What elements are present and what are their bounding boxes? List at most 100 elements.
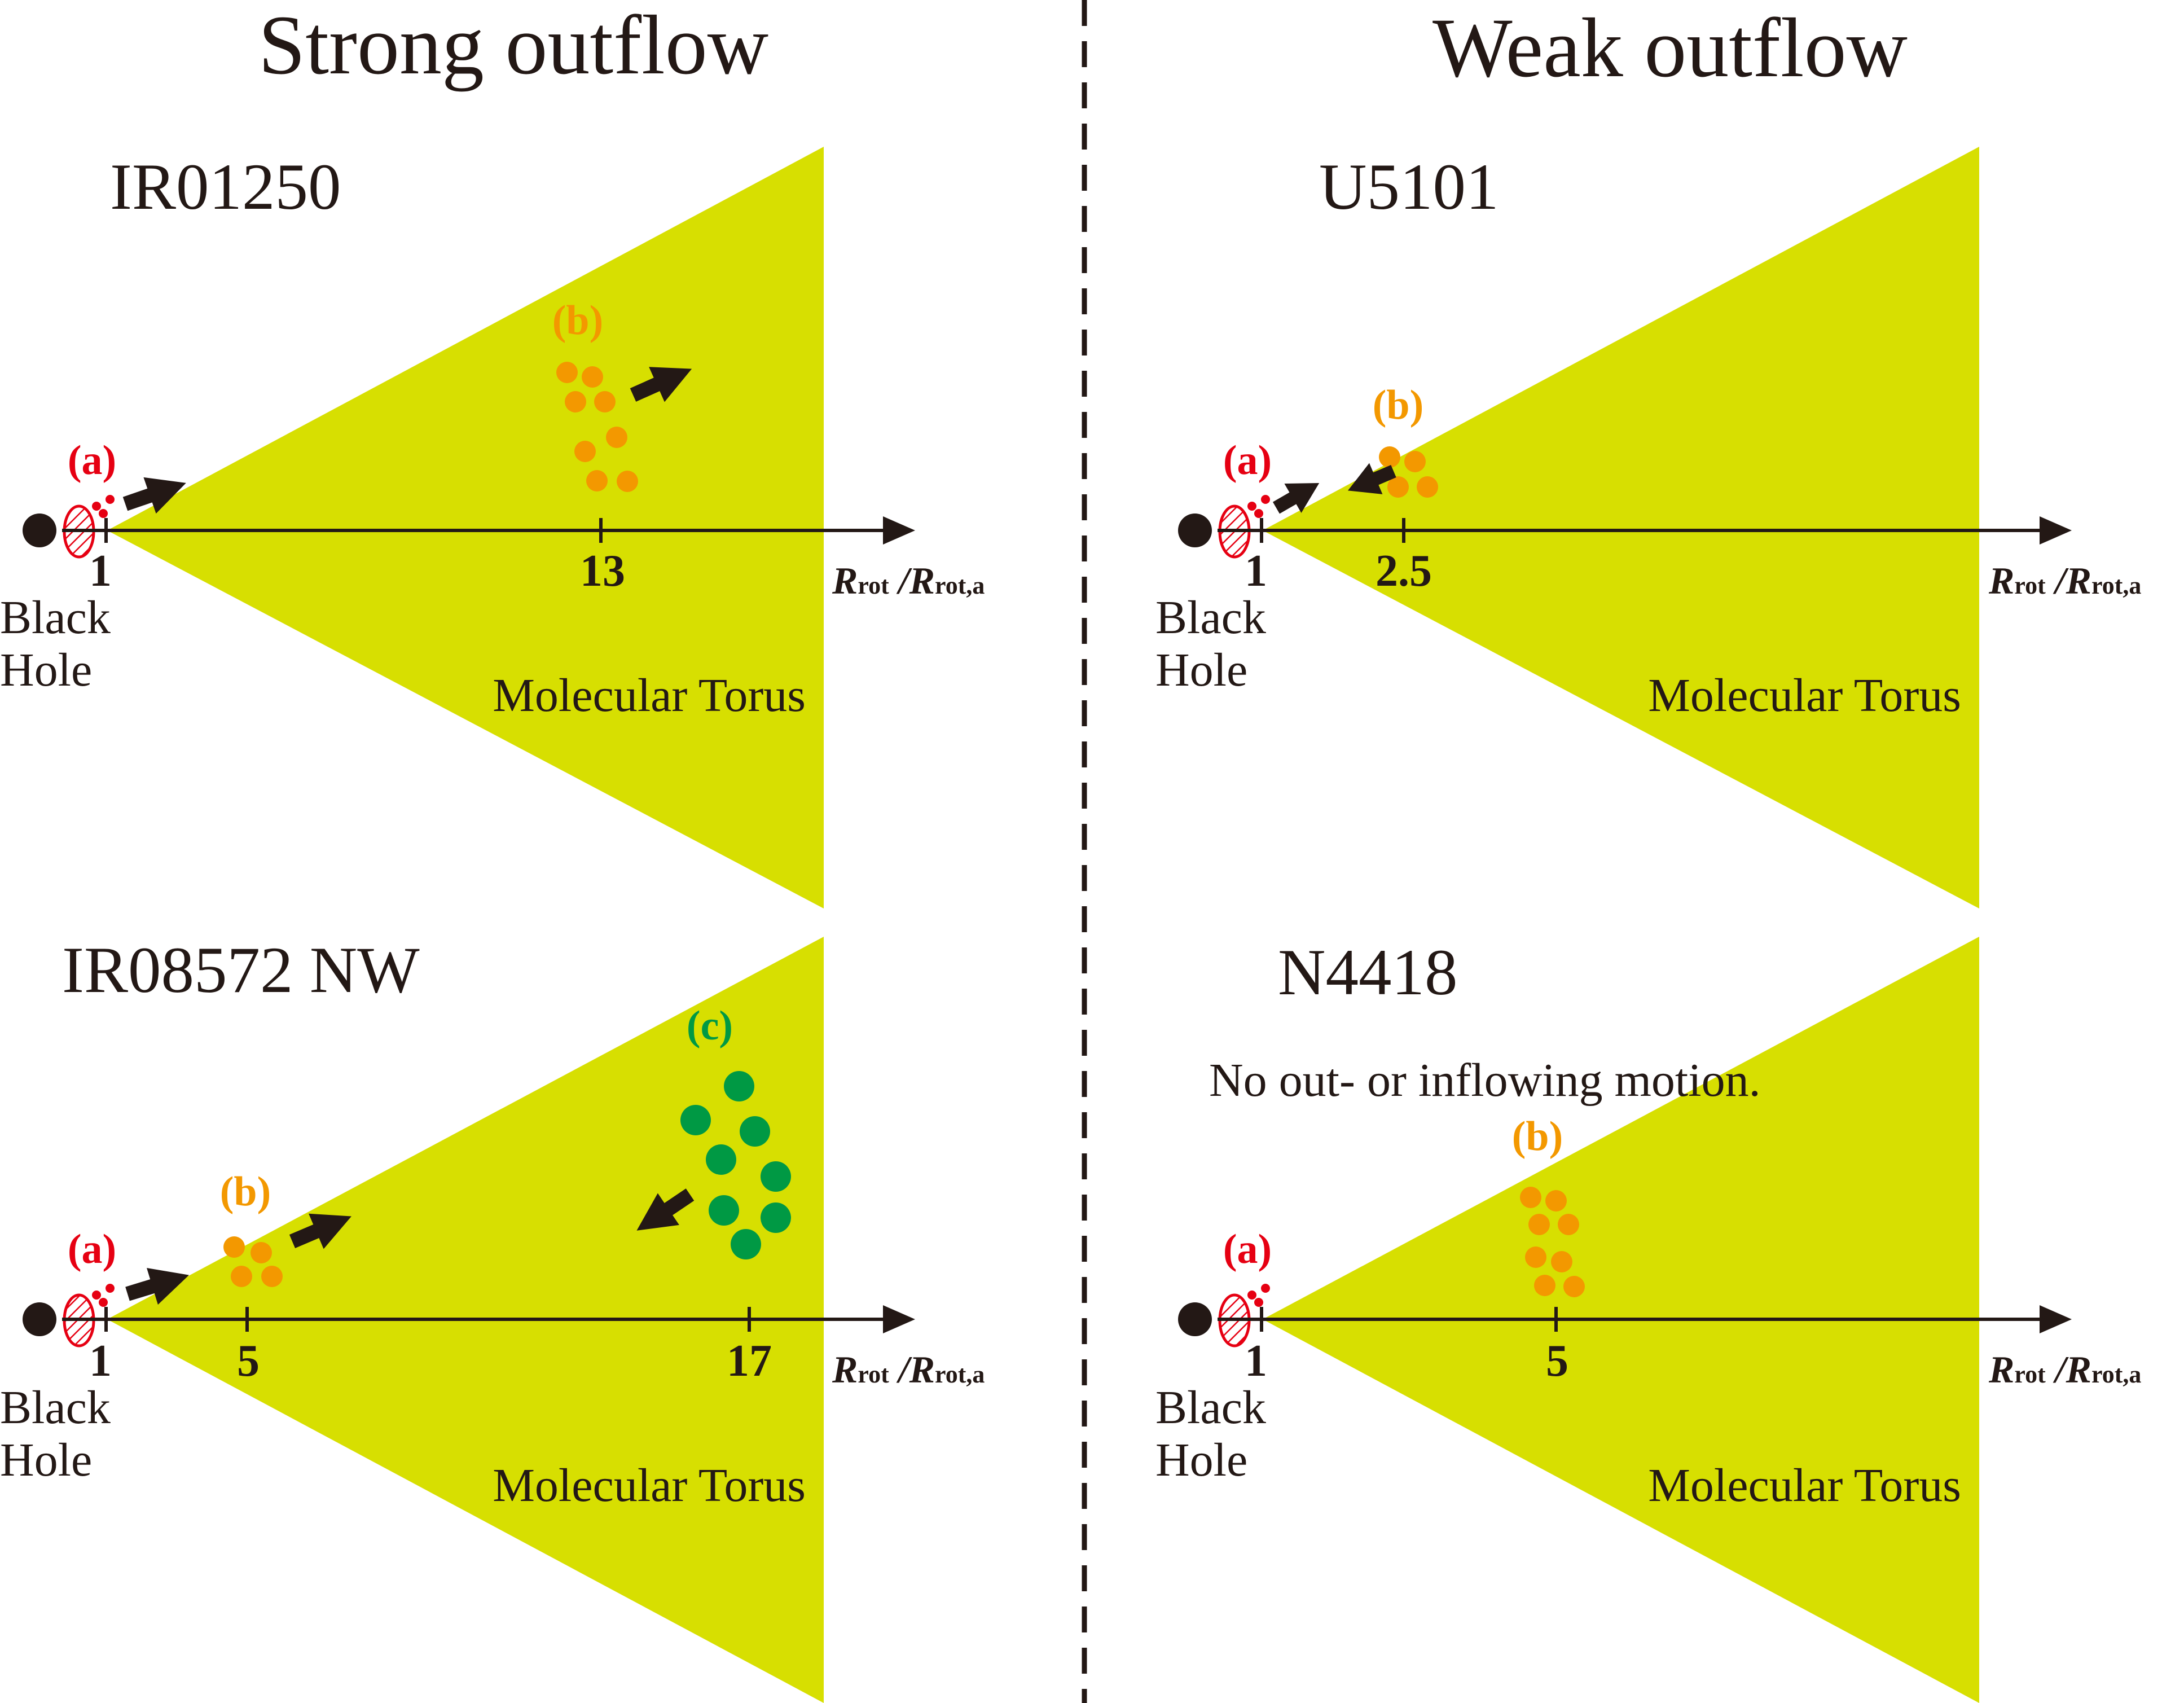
black-hole-label: Hole [1155,644,1247,696]
axis-label: Rrot /Rrot,a [1988,1348,2141,1391]
gas-clump [1520,1187,1541,1208]
gas-clump [574,441,596,462]
gas-clump [1247,1291,1256,1300]
axis-label: Rrot /Rrot,a [832,559,985,602]
region-a-tag: (a) [1223,1226,1272,1272]
molecular-torus [1263,147,1979,908]
tick-label: 17 [727,1336,772,1386]
axis-arrowhead-icon [2040,516,2072,545]
black-hole-label: Black [1155,591,1266,644]
weak-outflow-header: Weak outflow [1432,1,1908,95]
gas-clump [261,1266,283,1287]
tick-label: 1 [1245,1336,1267,1386]
rotation-axis: 1 5 17 Rrot /Rrot,a [62,1305,985,1391]
gas-clump [582,366,603,388]
gas-clump [1261,495,1270,504]
region-b-tag: (b) [1512,1113,1563,1160]
gas-clump [1404,451,1426,472]
outflow-arrow-icon [1273,483,1320,514]
outflow-arrow-icon [122,477,186,514]
tick-label: 5 [237,1336,260,1386]
torus-label: Molecular Torus [1648,669,1961,722]
tick-label: 5 [1546,1336,1568,1386]
tick-label: 1 [89,1336,112,1386]
gas-clump [709,1195,739,1226]
region-b: (b) [1347,382,1438,498]
gas-clump [706,1144,736,1175]
axis-arrowhead-icon [883,516,915,545]
gas-clump [606,427,627,448]
strong-outflow-header: Strong outflow [258,0,768,92]
tick-label: 13 [580,546,625,596]
motion-note: No out- or inflowing motion. [1209,1054,1761,1107]
gas-clump [617,471,638,492]
panel-title: IR01250 [110,151,341,223]
black-hole-label: Black [0,1381,111,1434]
gas-clump [106,495,115,504]
gas-clump [1379,446,1400,468]
gas-clump [1261,1284,1270,1293]
region-a: (a) [68,437,186,518]
gas-clump [680,1105,711,1135]
region-b: (b) [1512,1113,1585,1297]
panel-title: N4418 [1278,936,1458,1009]
outflow-arrow-icon [630,367,692,402]
region-c-tag: (c) [687,1003,733,1049]
gas-clump [761,1202,791,1233]
gas-clump [1558,1214,1579,1235]
black-hole-icon [23,513,56,547]
gas-clump [99,1298,108,1307]
black-hole-label: Black [0,591,111,644]
torus-label: Molecular Torus [493,669,806,722]
gas-clump [556,362,578,383]
tick-label: 1 [89,546,112,596]
axis-label: Rrot /Rrot,a [832,1348,985,1391]
outflow-arrow-icon [125,1268,190,1305]
region-b-tag: (b) [1373,382,1423,428]
axis-arrowhead-icon [883,1305,915,1333]
inflow-arrow-icon [1347,463,1396,494]
region-a-tag: (a) [68,1226,116,1272]
gas-clump [1528,1214,1550,1235]
axis-label: Rrot /Rrot,a [1988,559,2141,602]
torus-label: Molecular Torus [493,1459,806,1512]
outflow-arrow-icon [289,1213,351,1249]
gas-clump [740,1116,770,1147]
region-b: (b) [220,1169,351,1287]
rotation-axis: 1 5 Rrot /Rrot,a [1218,1305,2141,1391]
gas-clump [223,1236,245,1258]
molecular-torus [107,147,824,908]
gas-clump [1387,476,1409,498]
gas-clump [594,391,616,412]
gas-clump [1417,476,1438,498]
gas-clump [731,1229,761,1259]
rotation-axis: 1 13 Rrot /Rrot,a [62,516,985,602]
gas-clump [1563,1276,1585,1297]
panel-title: U5101 [1319,151,1499,223]
panel-n4418: N4418 No out- or inflowing motion. 1 5 R… [1155,936,2141,1703]
panel-u5101: U5101 1 2.5 Rrot /Rrot,a Black Hole Mole… [1155,147,2141,908]
region-a: (a) [1223,1226,1272,1307]
tick-label: 1 [1245,546,1267,596]
gas-clump [565,391,586,412]
gas-clump [1534,1275,1555,1296]
region-b-tag: (b) [552,297,603,344]
gas-clump [761,1161,791,1192]
region-a: (a) [68,1226,190,1307]
black-hole-label: Hole [0,644,92,696]
region-b: (b) [552,297,692,492]
gas-clump [724,1071,754,1101]
black-hole-icon [1178,513,1212,547]
black-hole-label: Hole [1155,1434,1247,1486]
axis-arrowhead-icon [2040,1305,2072,1333]
gas-clump [1551,1251,1572,1272]
inflow-arrow-icon [636,1188,695,1231]
panel-ir08572: IR08572 NW 1 5 17 Rrot /Rrot,a Black Hol… [0,934,985,1703]
gas-clump [92,502,101,511]
black-hole-label: Hole [0,1434,92,1486]
gas-clump [251,1242,272,1263]
gas-clump [1254,1298,1263,1307]
region-a: (a) [1223,437,1320,518]
rotation-axis: 1 2.5 Rrot /Rrot,a [1218,516,2141,602]
